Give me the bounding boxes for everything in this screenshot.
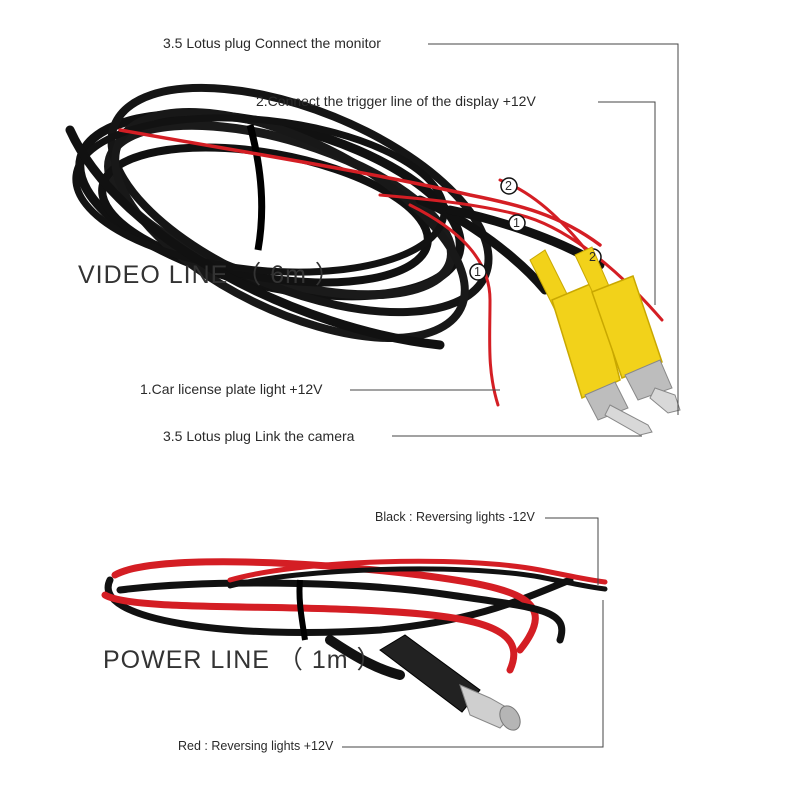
power-leader-lines xyxy=(342,517,604,748)
marker-1-plate-light: 1 xyxy=(513,216,520,230)
dc-barrel-plug xyxy=(379,634,521,731)
video-cable-coil xyxy=(65,83,605,350)
label-red-wire: Red : Reversing lights +12V xyxy=(178,739,334,753)
label-black-wire: Black : Reversing lights -12V xyxy=(375,510,535,524)
label-monitor-plug: 3.5 Lotus plug Connect the monitor xyxy=(163,35,381,51)
label-trigger-line: 2.Connect the trigger line of the displa… xyxy=(256,93,536,109)
marker-2-wire-end: 2 xyxy=(589,250,596,264)
video-line-title: VIDEO LINE （ 6m ） xyxy=(78,261,341,289)
label-camera-plug: 3.5 Lotus plug Link the camera xyxy=(163,428,355,444)
video-cable-tie xyxy=(246,124,266,251)
power-line-title: POWER LINE （ 1m ） xyxy=(103,646,383,674)
rca-plug-monitor xyxy=(574,246,681,414)
label-plate-light: 1.Car license plate light +12V xyxy=(140,381,323,397)
power-cable-coil xyxy=(101,558,608,680)
video-leader-lines xyxy=(350,43,679,437)
marker-2-trigger: 2 xyxy=(505,179,512,193)
marker-1-wire-end: 1 xyxy=(474,265,481,279)
power-cable-tie xyxy=(296,579,308,641)
rca-plug-camera xyxy=(529,249,653,436)
